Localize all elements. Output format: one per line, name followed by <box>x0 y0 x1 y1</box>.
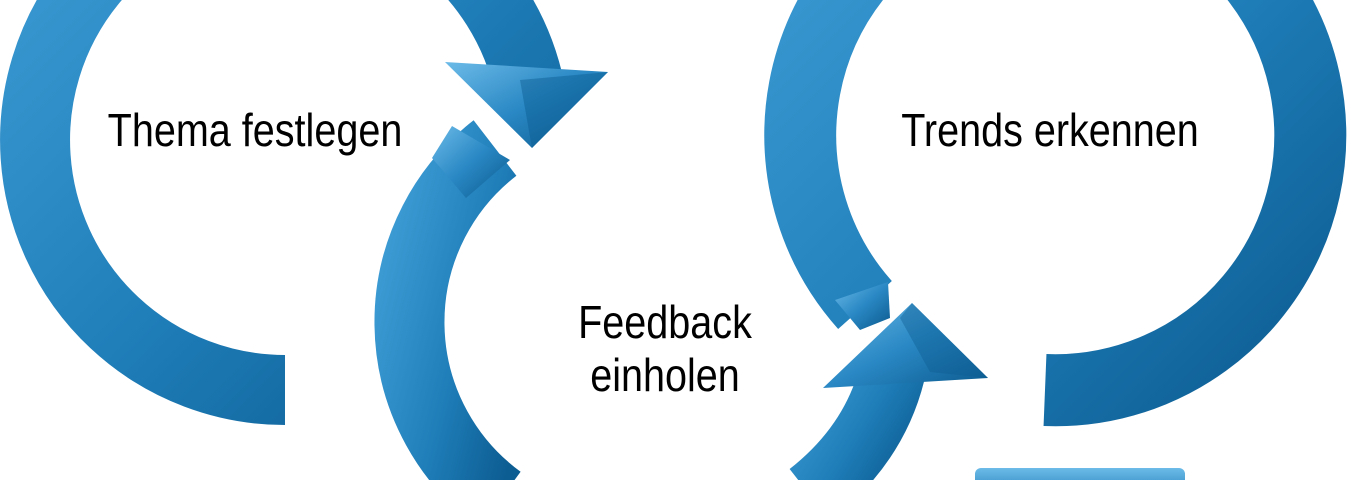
cycle-arrow-left <box>0 0 565 425</box>
cycle-arrow-middle <box>374 120 522 480</box>
step-label-thema: Thema festlegen <box>107 104 403 156</box>
step-label-trends: Trends erkennen <box>901 104 1199 156</box>
cycle-arrow-right <box>764 0 1347 427</box>
cycle-arrow-rising-head-shine <box>900 303 988 378</box>
decorative-box <box>975 468 1185 480</box>
cycle-arrow-right-tail <box>835 282 890 330</box>
cycle-arrow-left-head <box>445 62 608 148</box>
cycle-arrow-left-head-shine <box>520 72 608 148</box>
step-label-feedback: Feedback einholen <box>578 296 752 402</box>
cycle-arrow-rising-head <box>823 303 988 388</box>
cycle-arrow-middle-tip <box>432 126 510 198</box>
